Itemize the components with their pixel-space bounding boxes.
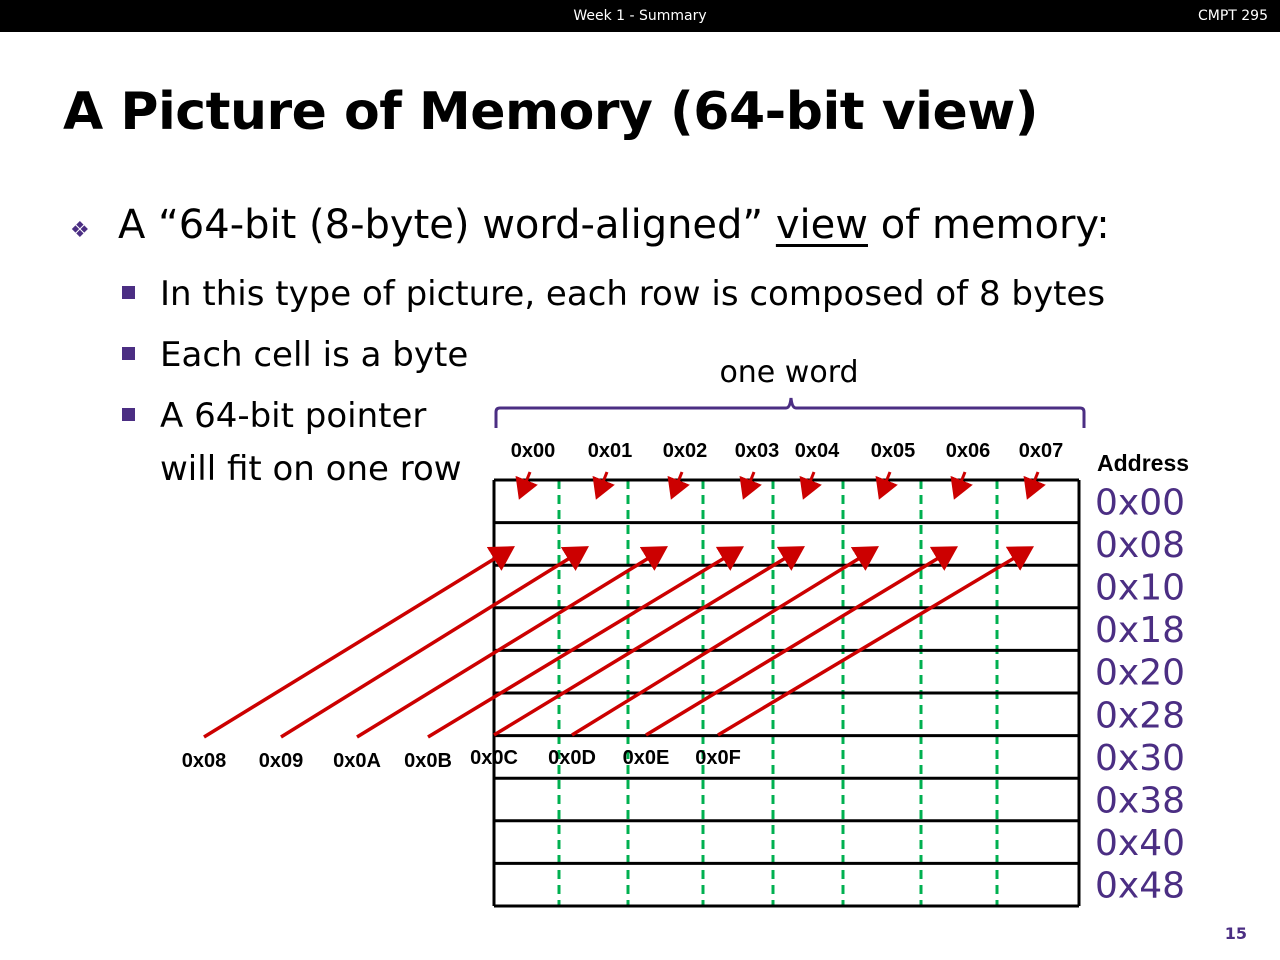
sub-bullet-text: Each cell is a byte <box>160 335 469 375</box>
byte-offset-label: 0x07 <box>1019 440 1064 462</box>
byte-offset-label: 0x06 <box>946 440 991 462</box>
byte-arrow <box>799 471 822 500</box>
bullet-text: A “64-bit (8-byte) word-aligned” <box>118 202 776 248</box>
byte-arrow <box>515 471 538 500</box>
row-address: 0x48 <box>1095 866 1185 907</box>
byte-arrow-diagonal <box>280 546 589 739</box>
byte-offset-label: 0x01 <box>588 440 633 462</box>
byte-arrow <box>739 471 762 500</box>
sub-bullet-text: In this type of picture, each row is com… <box>160 274 1106 314</box>
row-address: 0x08 <box>1095 525 1185 566</box>
row-address: 0x20 <box>1095 653 1185 694</box>
diamond-bullet-icon: ❖ <box>70 218 90 243</box>
course-code: CMPT 295 <box>1197 8 1268 24</box>
byte-address-label: 0x0A <box>333 750 381 772</box>
byte-address-label: 0x0C <box>470 747 518 769</box>
square-bullet-icon <box>122 408 135 421</box>
row-address: 0x00 <box>1095 482 1185 523</box>
byte-arrow <box>667 471 690 500</box>
row-address: 0x38 <box>1095 781 1185 822</box>
page-number: 15 <box>1224 924 1247 943</box>
byte-offset-label: 0x02 <box>663 440 708 462</box>
byte-offset-label: 0x04 <box>795 440 840 462</box>
byte-arrow <box>950 471 973 500</box>
byte-arrow <box>1023 471 1046 500</box>
byte-arrow-diagonal <box>493 546 805 737</box>
bullet-text-end: of memory: <box>867 202 1110 248</box>
row-address: 0x10 <box>1095 568 1185 609</box>
byte-arrow-diagonal <box>645 546 958 737</box>
byte-address-label: 0x09 <box>259 750 304 772</box>
byte-address-label: 0x0B <box>404 750 452 772</box>
row-address: 0x28 <box>1095 695 1185 736</box>
byte-arrow-diagonal <box>571 546 879 737</box>
row-address: 0x18 <box>1095 610 1185 651</box>
byte-address-label: 0x08 <box>182 750 227 772</box>
row-address: 0x30 <box>1095 738 1185 779</box>
header-bar: Week 1 - Summary CMPT 295 <box>0 0 1280 32</box>
byte-arrow <box>875 471 898 500</box>
slide-title: A Picture of Memory (64-bit view) <box>63 82 1039 142</box>
byte-offset-label: 0x05 <box>871 440 916 462</box>
bullet-underlined: view <box>775 202 868 248</box>
brace-label: one word <box>719 355 858 390</box>
byte-arrow-diagonal <box>203 546 515 739</box>
square-bullet-icon <box>122 347 135 360</box>
byte-offset-label: 0x00 <box>511 440 556 462</box>
byte-offset-label: 0x03 <box>735 440 780 462</box>
byte-address-label: 0x0D <box>548 747 596 769</box>
square-bullet-icon <box>122 286 135 299</box>
byte-address-label: 0x0E <box>623 747 670 769</box>
row-address: 0x40 <box>1095 823 1185 864</box>
byte-arrow <box>592 471 615 500</box>
header-title: Week 1 - Summary <box>573 8 707 24</box>
byte-arrow-diagonal <box>356 546 668 739</box>
byte-arrow-diagonal <box>717 546 1035 737</box>
sub-bullet-text: A 64-bit pointer <box>160 396 427 436</box>
address-header: Address <box>1097 450 1189 476</box>
sub-bullet-text: will fit on one row <box>160 449 462 489</box>
byte-arrow-diagonal <box>427 546 744 739</box>
byte-address-label: 0x0F <box>695 747 741 769</box>
brace <box>494 397 1086 428</box>
